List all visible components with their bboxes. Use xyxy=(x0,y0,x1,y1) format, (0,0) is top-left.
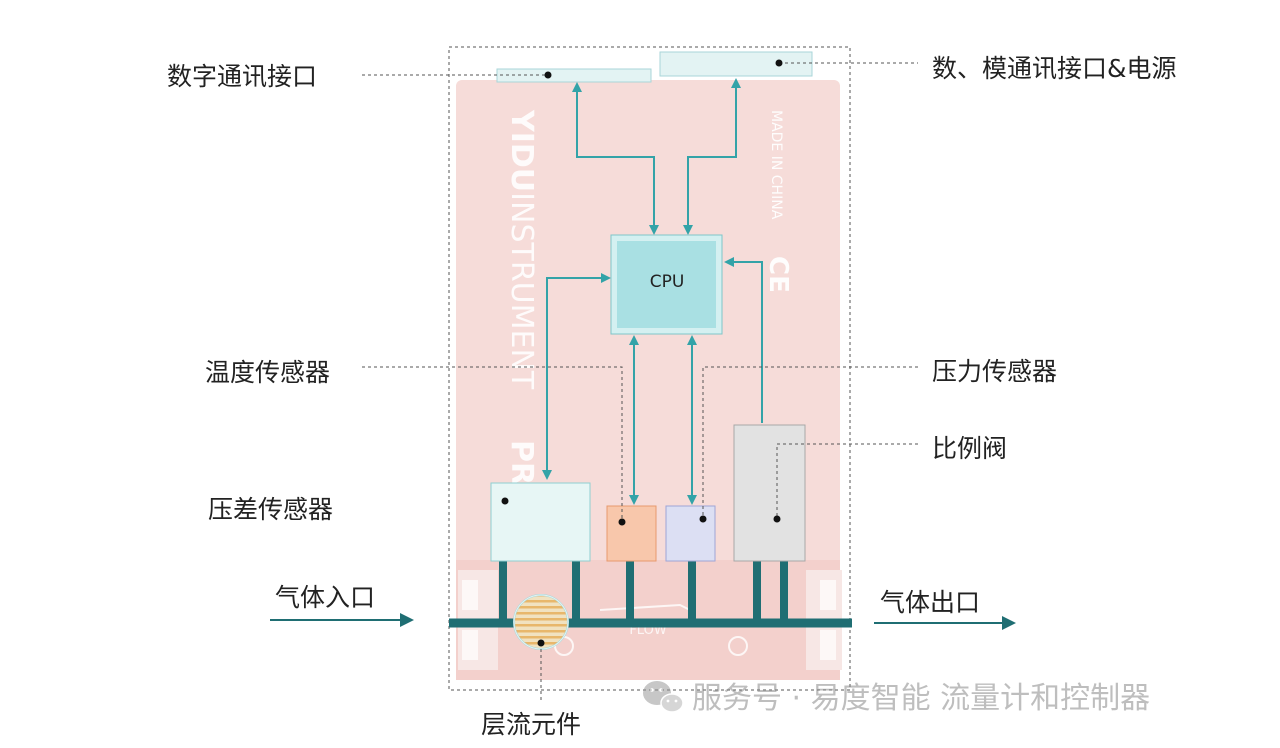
label-proportional-valve: 比例阀 xyxy=(932,434,1007,463)
brand-light-print: INSTRUMENT xyxy=(504,192,539,390)
cpu-block: CPU xyxy=(610,234,723,335)
model-print: PR xyxy=(504,440,539,485)
wechat-icon xyxy=(643,681,684,713)
cpu-label: CPU xyxy=(650,272,685,292)
screw-icon xyxy=(728,636,748,656)
watermark-text: 服务号 · 易度智能 流量计和控制器 xyxy=(692,681,1150,716)
ce-mark: CE xyxy=(763,256,793,293)
temp-sensor-block xyxy=(606,505,657,562)
label-temp-sensor: 温度传感器 xyxy=(205,358,330,387)
label-diff-pressure-sensor: 压差传感器 xyxy=(208,495,333,524)
leader-dots xyxy=(501,59,783,647)
label-gas-outlet: 气体出口 xyxy=(880,588,980,617)
label-pressure-sensor: 压力传感器 xyxy=(932,357,1057,386)
pressure-sensor-block xyxy=(665,505,716,562)
label-laminar-element: 层流元件 xyxy=(481,710,581,739)
watermark: 服务号 · 易度智能 流量计和控制器 xyxy=(643,681,1150,716)
brand-bold-print: YIDU xyxy=(504,109,539,192)
analog-comm-power-connector xyxy=(659,51,813,77)
signal-lines xyxy=(542,78,763,505)
svg-text:YIDUINSTRUMENT: YIDUINSTRUMENT xyxy=(504,109,539,390)
leader-lines xyxy=(362,62,918,702)
label-digital-comm: 数字通讯接口 xyxy=(167,62,317,91)
made-in-print: MADE IN CHINA xyxy=(768,110,784,220)
diff-pressure-sensor-block xyxy=(490,482,591,562)
proportional-valve-block xyxy=(733,424,806,562)
label-gas-inlet: 气体入口 xyxy=(275,583,375,612)
label-analog-comm-power: 数、模通讯接口&电源 xyxy=(932,54,1177,83)
